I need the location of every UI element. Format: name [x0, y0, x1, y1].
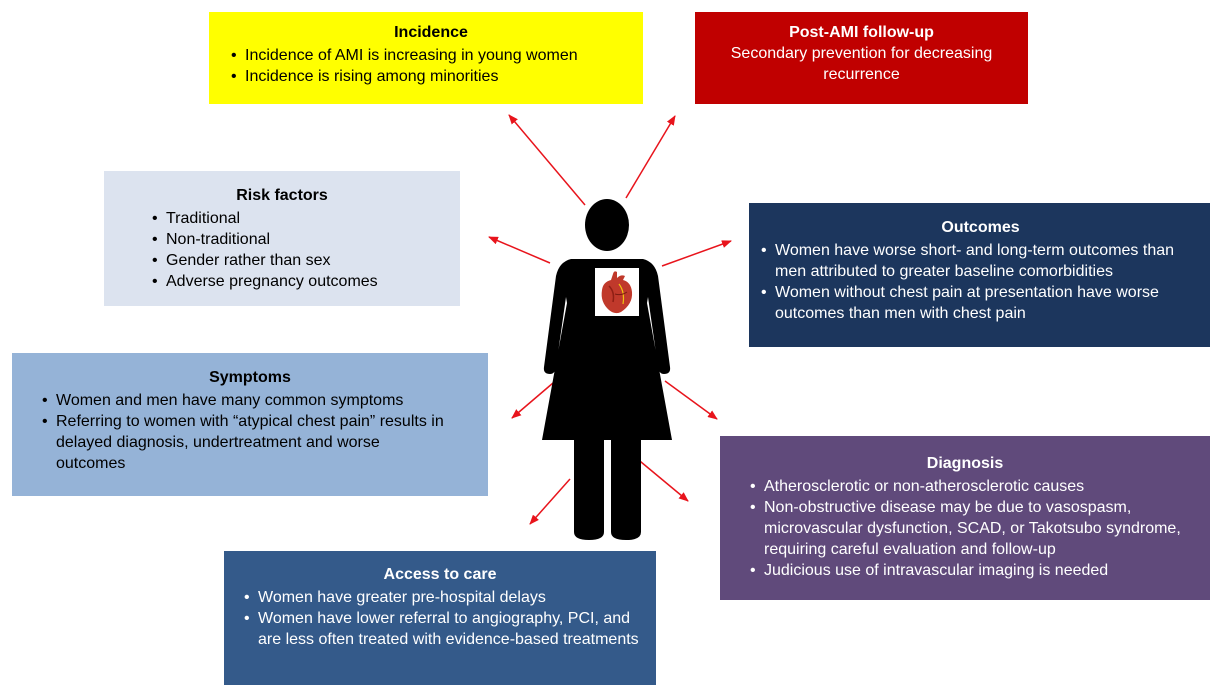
arrow-to-outcomes [661, 240, 732, 267]
incidence-box: Incidence Incidence of AMI is increasing… [209, 12, 643, 104]
diagnosis-item: Judicious use of intravascular imaging i… [750, 560, 1200, 581]
post-ami-title: Post-AMI follow-up [789, 24, 934, 41]
symptoms-title: Symptoms [209, 369, 291, 386]
incidence-title: Incidence [394, 24, 468, 41]
anatomical-heart-icon [601, 271, 633, 314]
outcome-item: Women without chest pain at presentation… [761, 282, 1200, 324]
outcomes-box: Outcomes Women have worse short- and lon… [749, 203, 1210, 347]
symptom-item: Referring to women with “atypical chest … [42, 411, 446, 474]
risk-factors-box: Risk factors Traditional Non-traditional… [104, 171, 460, 306]
symptoms-box: Symptoms Women and men have many common … [12, 353, 488, 496]
diagnosis-box: Diagnosis Atherosclerotic or non-atheros… [720, 436, 1210, 600]
access-to-care-box: Access to care Women have greater pre-ho… [224, 551, 656, 685]
diagnosis-item: Atherosclerotic or non-atherosclerotic c… [750, 476, 1200, 497]
arrow-to-incidence [508, 114, 586, 206]
risk-factor-item: Adverse pregnancy outcomes [152, 271, 450, 292]
outcome-item: Women have worse short- and long-term ou… [761, 240, 1200, 282]
arrow-to-access [529, 478, 571, 525]
diagnosis-item: Non-obstructive disease may be due to va… [750, 497, 1200, 560]
access-item: Women have greater pre-hospital delays [244, 587, 646, 608]
arrow-to-diagnosis [664, 380, 718, 420]
access-item: Women have lower referral to angiography… [244, 608, 648, 650]
diagnosis-title: Diagnosis [926, 455, 1004, 472]
symptom-item: Women and men have many common symptoms [42, 390, 478, 411]
access-title: Access to care [383, 566, 497, 583]
incidence-item: Incidence is rising among minorities [231, 66, 631, 87]
arrow-to-risk-factors [488, 236, 551, 264]
arrow-to-diagnosis-lower [634, 456, 689, 502]
outcomes-title: Outcomes [941, 219, 1020, 236]
arrow-to-symptoms [511, 382, 554, 419]
arrow-to-post-ami [625, 115, 676, 199]
risk-factor-item: Traditional [152, 208, 450, 229]
post-ami-box: Post-AMI follow-up Secondary prevention … [695, 12, 1028, 104]
incidence-item: Incidence of AMI is increasing in young … [231, 45, 631, 66]
post-ami-text: Secondary prevention for decreasing recu… [730, 45, 993, 83]
risk-factors-title: Risk factors [236, 187, 328, 204]
heart-image [595, 268, 639, 316]
risk-factor-item: Gender rather than sex [152, 250, 450, 271]
risk-factor-item: Non-traditional [152, 229, 450, 250]
